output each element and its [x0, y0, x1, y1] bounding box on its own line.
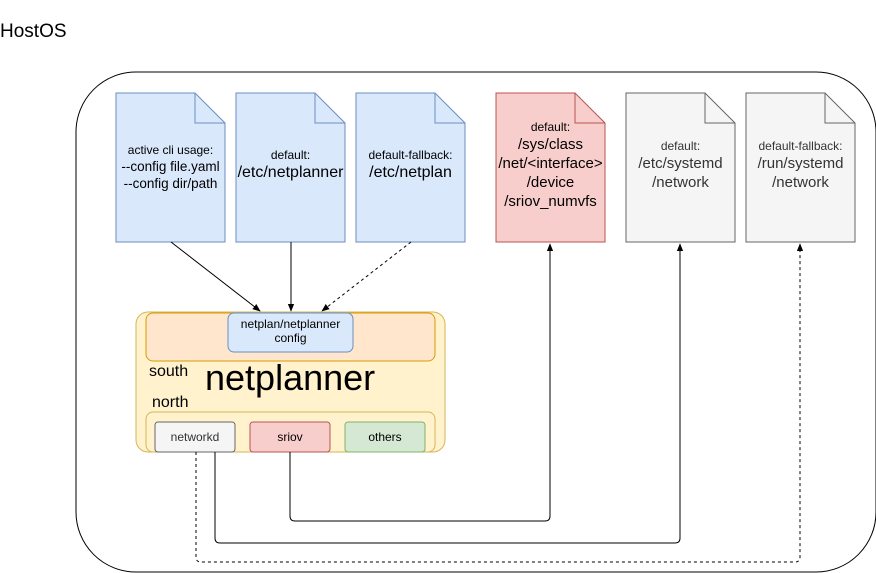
doc-systemd-default-shape: [625, 92, 736, 243]
doc-systemd-fallback-text: default-fallback: /run/systemd /network: [746, 139, 855, 192]
doc-sriov-sys-fold: [574, 93, 605, 124]
doc-systemd-fallback-fold: [824, 93, 855, 124]
north-label: north: [152, 394, 189, 411]
netplanner-title: netplanner: [205, 357, 376, 398]
doc-fallback-netplan-fold: [434, 93, 465, 124]
doc-systemd-line: /network: [652, 174, 709, 191]
config-label: netplan/netplanner config: [228, 317, 353, 345]
plugin-others: others: [368, 430, 402, 444]
doc-sriov-line: /device: [526, 174, 575, 191]
doc-cli-text: active cli usage: --config file.yaml --c…: [116, 143, 225, 192]
doc-fallback-netplan-text: default-fallback: /etc/netplan: [356, 148, 465, 182]
doc-default-netplanner-fold: [314, 93, 345, 124]
doc-systemd-fallback-line: /network: [772, 174, 829, 191]
doc-systemd-default-text: default: /etc/systemd /network: [626, 139, 735, 192]
doc-default-line: default:: [270, 148, 311, 162]
hostos-label: HostOS: [0, 21, 67, 42]
doc-default-netplanner-shape: [235, 92, 346, 243]
doc-cli-line: active cli usage:: [127, 143, 214, 157]
arrow-sriov-to-sys: [289, 243, 554, 522]
doc-sriov-sys-shape: [495, 92, 606, 243]
doc-cli-line: --config file.yaml: [121, 159, 220, 174]
plugin-sriov: sriov: [277, 430, 303, 444]
doc-fallback-netplan-shape: [355, 92, 466, 243]
doc-sriov-line: /sys/class: [517, 136, 583, 153]
plugin-networkd-box: [154, 421, 236, 453]
doc-systemd-fallback-line: /run/systemd: [757, 155, 844, 172]
doc-fallback-line: /etc/netplan: [369, 164, 452, 181]
doc-fallback-line: default-fallback:: [368, 148, 453, 162]
config-label-line: config: [274, 331, 307, 345]
doc-cli-line: --config dir/path: [123, 176, 218, 191]
doc-systemd-fallback-line: default-fallback:: [758, 139, 843, 153]
doc-systemd-line: /etc/systemd: [638, 155, 723, 172]
plugin-networkd: networkd: [170, 430, 220, 444]
doc-systemd-default-fold: [704, 93, 735, 124]
doc-sriov-line: /sriov_numvfs: [504, 193, 597, 210]
doc-cli-fold: [194, 93, 225, 124]
doc-sriov-line: default:: [530, 120, 571, 134]
plugin-others-box: [344, 421, 426, 453]
doc-default-netplanner-text: default: /etc/netplanner: [236, 148, 345, 182]
doc-sriov-line: /net/<interface>: [498, 155, 603, 172]
doc-systemd-line: default:: [660, 139, 701, 153]
config-label-line: netplan/netplanner: [240, 317, 341, 331]
doc-cli-shape: [115, 92, 226, 243]
arrow-cli-to-config: [170, 241, 261, 312]
south-label: south: [149, 363, 189, 380]
doc-default-line: /etc/netplanner: [237, 164, 344, 181]
doc-systemd-fallback-shape: [745, 92, 856, 243]
config-box: [227, 312, 354, 353]
arrow-networkd-to-systemd-fallback: [195, 243, 804, 563]
arrow-fallback-to-config: [321, 241, 412, 312]
arrow-networkd-to-systemd: [214, 243, 684, 544]
doc-sriov-sys-text: default: /sys/class /net/<interface> /de…: [494, 120, 607, 211]
